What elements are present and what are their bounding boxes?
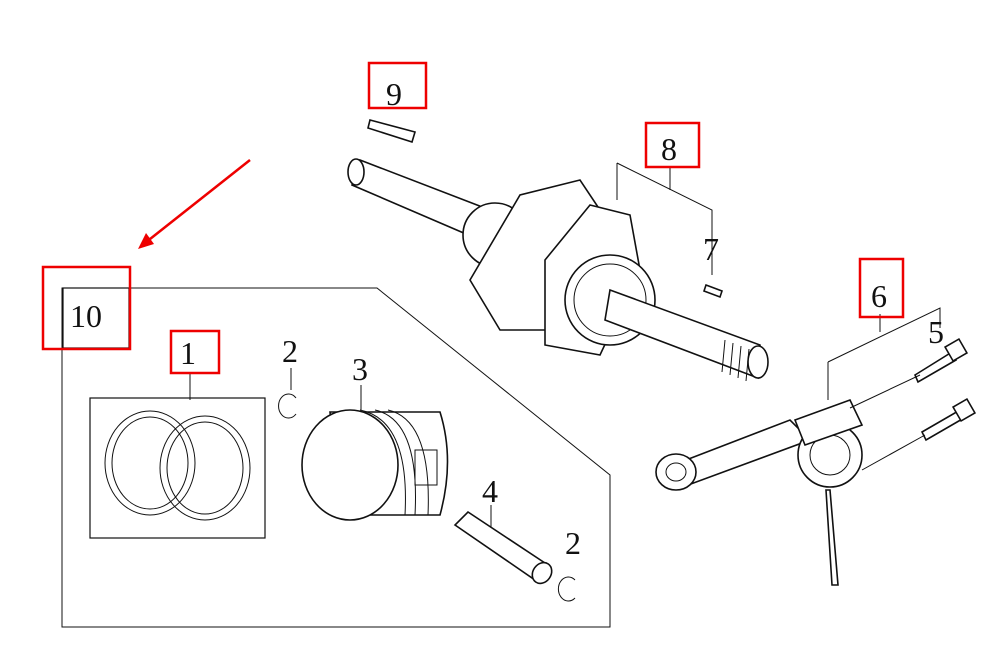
label-7: 7 xyxy=(703,231,719,267)
piston-ring-box xyxy=(89,397,266,539)
label-4: 4 xyxy=(482,473,498,509)
piston-rings xyxy=(104,410,251,521)
crank-key-part xyxy=(702,283,724,299)
highlight-box-1 xyxy=(169,329,221,375)
label-3: 3 xyxy=(352,351,368,387)
highlight-box-9 xyxy=(367,61,428,110)
crankshaft xyxy=(347,158,769,382)
label-6: 6 xyxy=(871,278,887,314)
label-9: 9 xyxy=(386,76,402,112)
red-arrow-icon xyxy=(138,159,251,249)
label-2-lower: 2 xyxy=(565,525,581,561)
piston-assembly-outline xyxy=(61,287,611,628)
piston-pin-clip-upper xyxy=(278,393,297,419)
highlight-box-6 xyxy=(858,257,905,319)
label-5: 5 xyxy=(928,314,944,350)
label-8: 8 xyxy=(661,131,677,167)
piston-pin-clip-lower xyxy=(557,576,576,602)
piston-pin xyxy=(453,510,553,585)
label-2-upper: 2 xyxy=(282,333,298,369)
connecting-rod-bolts xyxy=(913,337,977,442)
label-1: 1 xyxy=(180,335,196,371)
highlight-box-10 xyxy=(41,265,132,351)
highlight-box-8 xyxy=(644,121,701,169)
piston xyxy=(301,409,449,521)
label-10: 10 xyxy=(70,298,102,334)
connecting-rod xyxy=(655,399,864,586)
key-part xyxy=(367,119,417,144)
